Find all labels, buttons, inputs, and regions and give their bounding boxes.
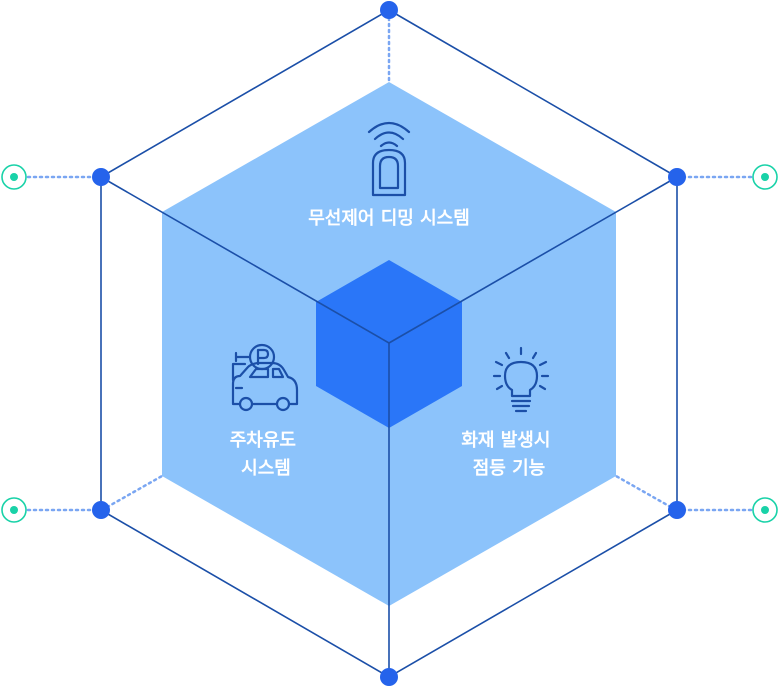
connector-bottom-left: [100, 474, 164, 512]
vertex-node-bottom-right: [668, 501, 686, 519]
vertex-node-bottom: [380, 668, 398, 686]
vertex-nodes: [92, 1, 686, 686]
vertex-node-top-left: [92, 168, 110, 186]
endpoint-bottom-right: [752, 497, 778, 523]
wireless-remote-icon: [367, 121, 411, 197]
connector-bottom-right: [614, 474, 678, 512]
endpoint-bottom-left: [1, 497, 27, 523]
parking-car-icon: [231, 343, 299, 412]
line-top-right: [388, 176, 678, 344]
endpoint-top-right: [752, 164, 778, 190]
line-top-left: [100, 176, 390, 344]
light-bulb-icon: [492, 346, 550, 413]
label-parking-line-1: 주차유도: [230, 430, 296, 451]
label-fire-lighting: 화재 발생시 점등 기능: [461, 430, 556, 479]
label-wireless-dimming: 무선제어 디밍 시스템: [308, 208, 470, 229]
side-leaders: [26, 175, 753, 512]
vertex-node-top: [380, 1, 398, 19]
label-parking-guidance: 주차유도 시스템: [230, 430, 303, 479]
endpoints: [1, 164, 778, 523]
endpoint-top-left: [1, 164, 27, 190]
vertex-node-bottom-left: [92, 501, 110, 519]
vertex-node-top-right: [668, 168, 686, 186]
center-lines: [100, 176, 678, 677]
label-fire-line-1: 화재 발생시: [461, 430, 550, 451]
dotted-connectors: [100, 10, 678, 512]
label-parking-line-2: 시스템: [241, 458, 291, 479]
label-fire-line-2: 점등 기능: [473, 458, 546, 479]
